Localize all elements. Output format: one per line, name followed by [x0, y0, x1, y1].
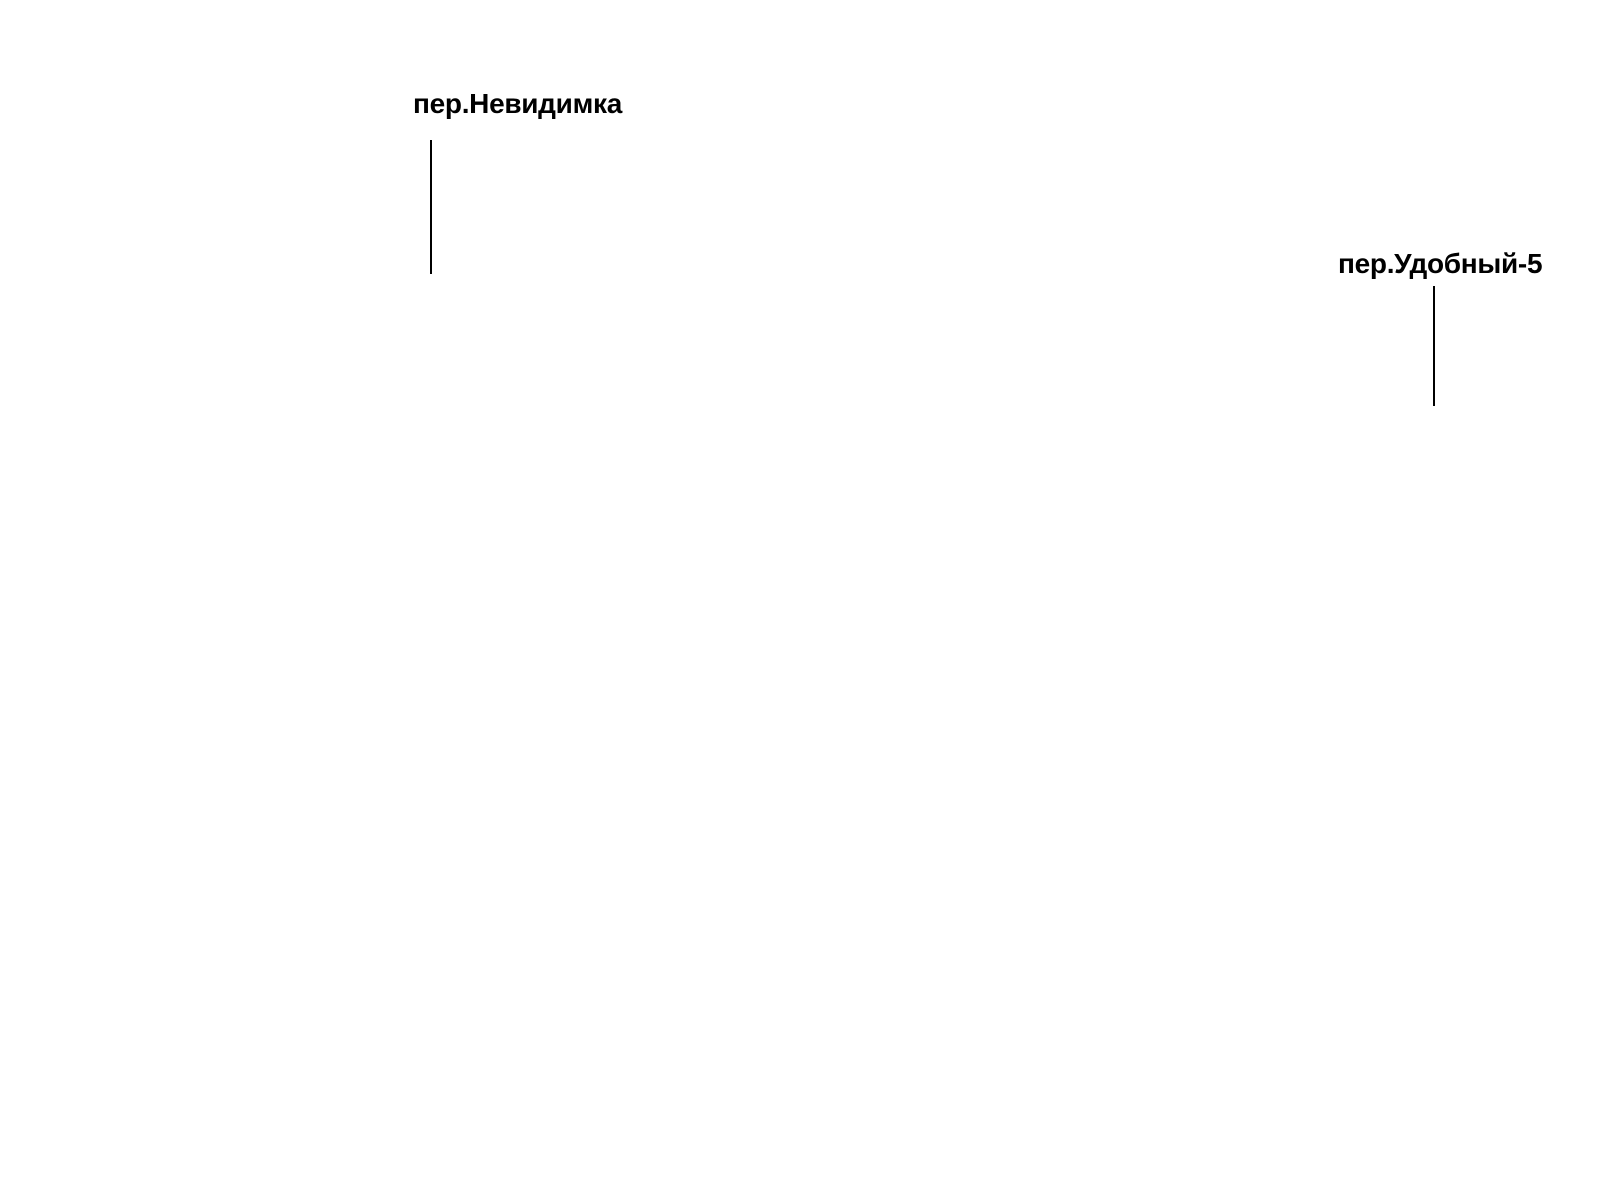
leader-line-udobny-5 [1433, 286, 1435, 406]
street-label-nevidimka: пер.Невидимка [413, 88, 622, 119]
street-label-udobny-5: пер.Удобный-5 [1338, 248, 1543, 279]
leader-line-nevidimka [430, 140, 432, 274]
